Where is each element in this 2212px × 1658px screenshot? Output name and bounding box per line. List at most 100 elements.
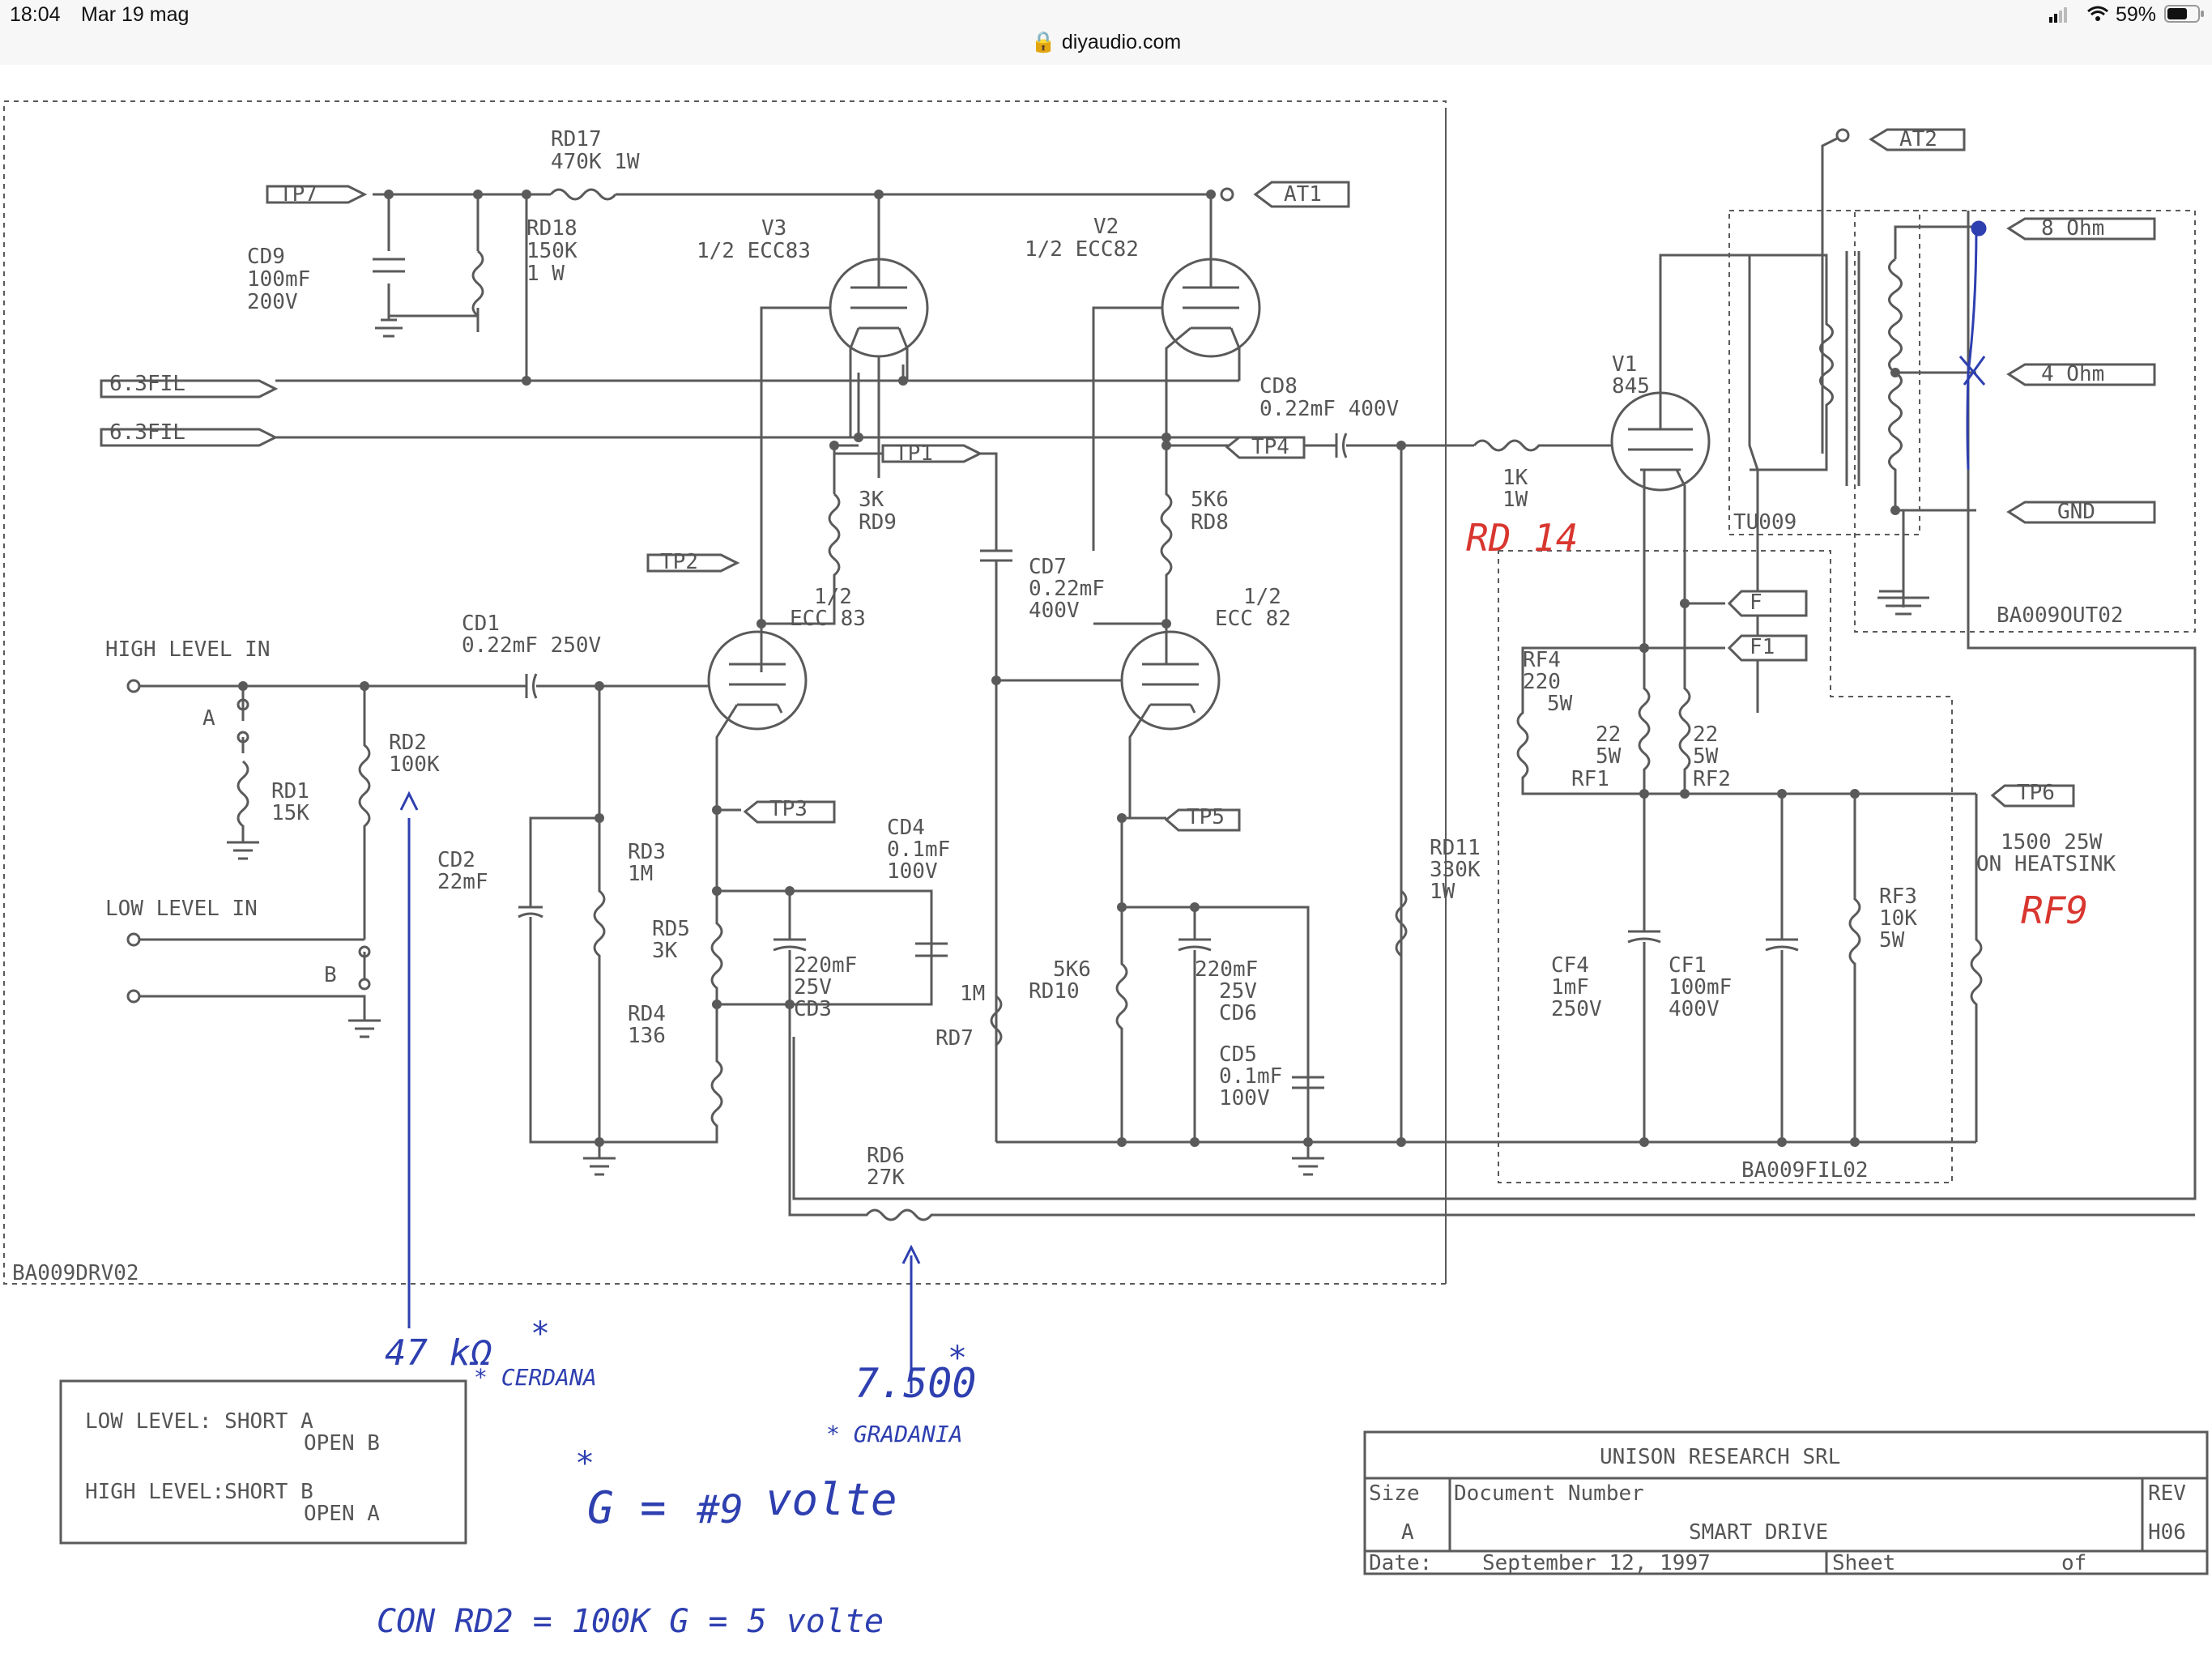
at2-label: AT2 xyxy=(1899,127,1937,151)
rd11-power: 1W xyxy=(1430,880,1455,904)
cd3-value: 220mF xyxy=(794,953,857,978)
cd8-ref: CD8 xyxy=(1259,374,1298,399)
title-size-value: A xyxy=(1401,1520,1414,1545)
rd7-value: 1M xyxy=(960,982,985,1006)
cf4-ref: CF4 xyxy=(1551,953,1589,978)
rd6-value: 27K xyxy=(867,1166,905,1190)
rd1-ref: RD1 xyxy=(271,779,309,803)
f1-flag xyxy=(1727,634,1808,662)
8ohm-label: 8 Ohm xyxy=(2041,216,2104,241)
tp2-flag xyxy=(646,553,740,573)
ba009out-label: BA009OUT02 xyxy=(1997,603,2124,628)
cd1-ref: CD1 xyxy=(462,612,500,636)
rd3-ref: RD3 xyxy=(628,840,666,864)
rd5-value: 3K xyxy=(652,939,678,963)
rd8-value: 5K6 xyxy=(1191,488,1229,512)
handwritten-bottom-note: CON RD2 = 100K G = 5 volte xyxy=(377,1603,884,1640)
title-rev-value: H06 xyxy=(2148,1520,2186,1545)
title-of-label: of xyxy=(2061,1551,2086,1575)
rf3-value: 10K xyxy=(1879,906,1917,931)
wifi-icon xyxy=(2086,5,2109,26)
note-low-open: OPEN B xyxy=(304,1431,380,1456)
tp2-label: TP2 xyxy=(660,550,698,574)
r1k-value: 1K xyxy=(1502,466,1528,490)
f-flag xyxy=(1727,590,1808,617)
cd4-voltage: 100V xyxy=(887,859,938,884)
address-bar[interactable]: 🔒 diyaudio.com xyxy=(0,31,2212,54)
note-low-level: LOW LEVEL: SHORT A xyxy=(85,1409,313,1434)
tp3-label: TP3 xyxy=(769,797,808,821)
cf4-voltage: 250V xyxy=(1551,997,1602,1021)
handwritten-asterisk-3: * xyxy=(575,1445,595,1482)
title-rev-label: REV xyxy=(2148,1481,2186,1506)
url-text: diyaudio.com xyxy=(1061,31,1182,53)
tp3-flag xyxy=(743,800,836,824)
handwritten-rf9: RF9 xyxy=(2021,889,2088,932)
rf1-ref: RF1 xyxy=(1571,767,1609,791)
handwritten-gain-equals: G = xyxy=(587,1482,667,1533)
gnd-label: GND xyxy=(2057,500,2095,524)
rd17-ref: RD17 xyxy=(551,127,602,151)
handwritten-rd14: RD 14 xyxy=(1466,516,1578,560)
tu009-label: TU009 xyxy=(1733,510,1796,535)
jumper-note-box xyxy=(59,1379,467,1545)
tp4-label: TP4 xyxy=(1251,435,1289,459)
f-label: F xyxy=(1750,590,1762,615)
cd2-ref: CD2 xyxy=(437,848,475,872)
rd18-power: 1 W xyxy=(526,262,565,286)
cd2-value: 22mF xyxy=(437,870,488,894)
cd4-value: 0.1mF xyxy=(887,838,950,862)
filament-label-2: 6.3FIL xyxy=(109,420,185,445)
cd5-ref: CD5 xyxy=(1219,1042,1257,1067)
tp6-flag xyxy=(1990,784,2075,808)
at1-flag xyxy=(1253,181,1350,208)
f1-label: F1 xyxy=(1750,635,1775,659)
handwritten-scribble: #9 xyxy=(696,1487,744,1532)
rd11-value: 330K xyxy=(1430,858,1481,882)
gnd-flag xyxy=(2006,501,2156,524)
cd5-voltage: 100V xyxy=(1219,1086,1270,1110)
v1-type: 845 xyxy=(1612,374,1650,399)
rd2-ref: RD2 xyxy=(389,731,427,755)
rf1-power: 5W xyxy=(1596,744,1622,769)
rd8-ref: RD8 xyxy=(1191,510,1229,535)
rf9-value: 1500 25W xyxy=(2001,830,2103,855)
cd3-voltage: 25V xyxy=(794,975,832,999)
filament-label-1: 6.3FIL xyxy=(109,372,185,396)
cd6-voltage: 25V xyxy=(1219,979,1257,1004)
jumper-a-label: A xyxy=(202,706,215,731)
tp7-label: TP7 xyxy=(279,182,318,207)
rd11-ref: RD11 xyxy=(1430,836,1481,860)
ecc83-lower-type: ECC 83 xyxy=(790,607,866,631)
rf4-power: 5W xyxy=(1547,692,1573,716)
battery-percent: 59% xyxy=(2116,3,2157,26)
tp1-flag xyxy=(881,444,983,463)
cf1-value: 100mF xyxy=(1669,975,1732,999)
cd7-ref: CD7 xyxy=(1029,555,1067,579)
tp1-label: TP1 xyxy=(895,441,933,466)
rf4-ref: RF4 xyxy=(1523,648,1561,672)
signal-icon xyxy=(2049,6,2069,26)
title-doc-label: Document Number xyxy=(1454,1481,1644,1506)
cd4-ref: CD4 xyxy=(887,816,925,840)
cd3-ref: CD3 xyxy=(794,997,832,1021)
ecc82-lower-half: 1/2 xyxy=(1243,585,1281,609)
at1-label: AT1 xyxy=(1284,182,1322,207)
cd6-ref: CD6 xyxy=(1219,1001,1257,1025)
4ohm-flag xyxy=(2006,363,2156,386)
rd10-value: 5K6 xyxy=(1053,957,1091,982)
v2-type: 1/2 ECC82 xyxy=(1025,237,1139,262)
rd9-ref: RD9 xyxy=(859,510,897,535)
ios-status-bar: 18:04 Mar 19 mag 59% 🔒 diyaudio.com xyxy=(0,0,2212,65)
cd1-value: 0.22mF 250V xyxy=(462,633,601,658)
4ohm-label: 4 Ohm xyxy=(2041,362,2104,386)
jumper-b-label: B xyxy=(324,963,337,987)
rd7-ref: RD7 xyxy=(936,1026,974,1051)
v2-ref: V2 xyxy=(1093,215,1119,239)
title-block xyxy=(1363,1430,2209,1575)
cd9-voltage: 200V xyxy=(247,290,298,314)
handwritten-asterisk-1: * xyxy=(531,1315,550,1353)
tp7-flag xyxy=(266,185,368,204)
low-level-in-label: LOW LEVEL IN xyxy=(105,897,258,921)
high-level-in-label: HIGH LEVEL IN xyxy=(105,637,271,662)
